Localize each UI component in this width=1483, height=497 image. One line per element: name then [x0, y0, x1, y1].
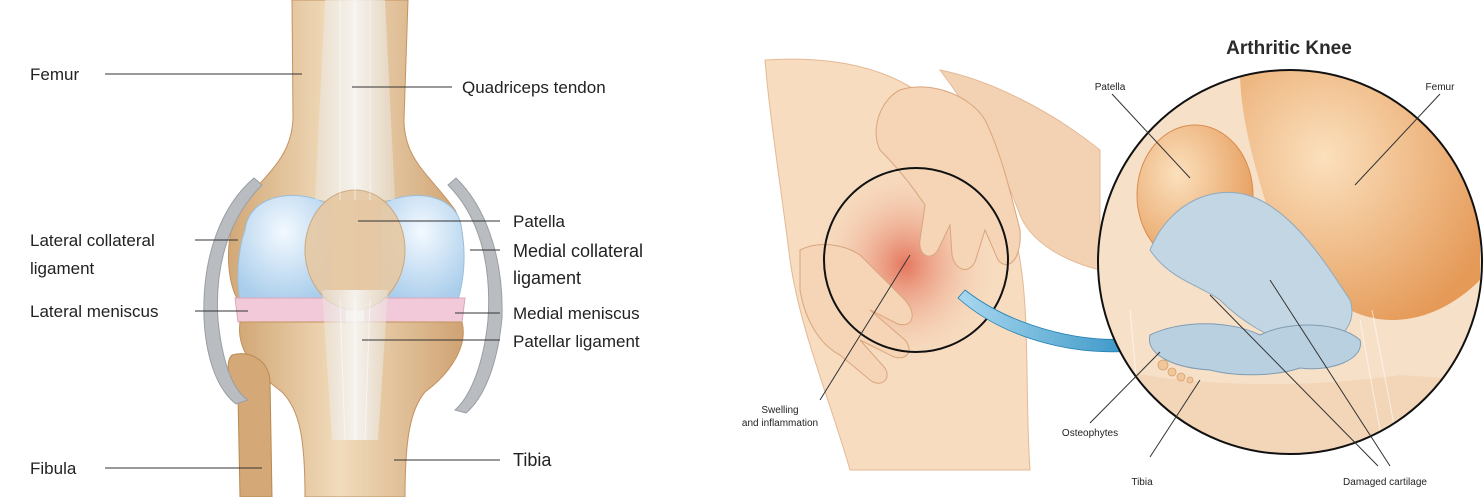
left-leader-lines	[105, 73, 500, 469]
lower-hand	[799, 244, 913, 384]
zoomed-joint	[1098, 70, 1482, 454]
label-lateral-meniscus: Lateral meniscus	[30, 302, 159, 321]
label-medial-collateral-ligament: ligament	[513, 268, 581, 288]
label-right-femur: Femur	[1426, 82, 1456, 93]
upper-hand	[875, 86, 1021, 270]
label-right-patella: Patella	[1095, 82, 1126, 93]
label-swelling: Swelling	[761, 405, 798, 416]
fibula-bone	[227, 353, 273, 497]
zoomed-meniscus	[1149, 323, 1361, 376]
lateral-collateral-ligament	[203, 177, 263, 405]
label-fibula: Fibula	[30, 459, 77, 478]
label-tibia: Tibia	[513, 450, 552, 470]
healthy-knee-illustration	[203, 0, 503, 497]
knee-focus-circle	[823, 167, 1009, 353]
arthritic-knee-illustration	[764, 58, 1483, 471]
zoomed-damaged-cartilage	[1149, 191, 1353, 347]
osteophyte-spurs	[1157, 359, 1194, 384]
tendon-fibers	[339, 0, 371, 441]
label-medial-meniscus: Medial meniscus	[513, 304, 640, 323]
zoomed-tibia	[1098, 370, 1480, 454]
zoom-circle-outline	[1097, 69, 1483, 455]
label-femur: Femur	[30, 65, 79, 84]
medial-collateral-ligament	[447, 177, 503, 414]
label-osteophytes: Osteophytes	[1062, 428, 1118, 439]
label-medial-collateral: Medial collateral	[513, 241, 643, 261]
label-lateral-collateral: Lateral collateral	[30, 231, 155, 250]
label-damaged-cartilage: Damaged cartilage	[1343, 477, 1427, 488]
label-lateral-collateral-ligament: ligament	[30, 259, 95, 278]
arthritic-knee-title: Arthritic Knee	[1226, 38, 1352, 59]
label-patella: Patella	[513, 212, 566, 231]
label-inflammation: and inflammation	[742, 418, 818, 429]
label-quadriceps-tendon: Quadriceps tendon	[462, 78, 606, 97]
right-leader-lines	[819, 93, 1441, 467]
label-patellar-ligament: Patellar ligament	[513, 332, 640, 351]
label-right-tibia: Tibia	[1131, 477, 1153, 488]
